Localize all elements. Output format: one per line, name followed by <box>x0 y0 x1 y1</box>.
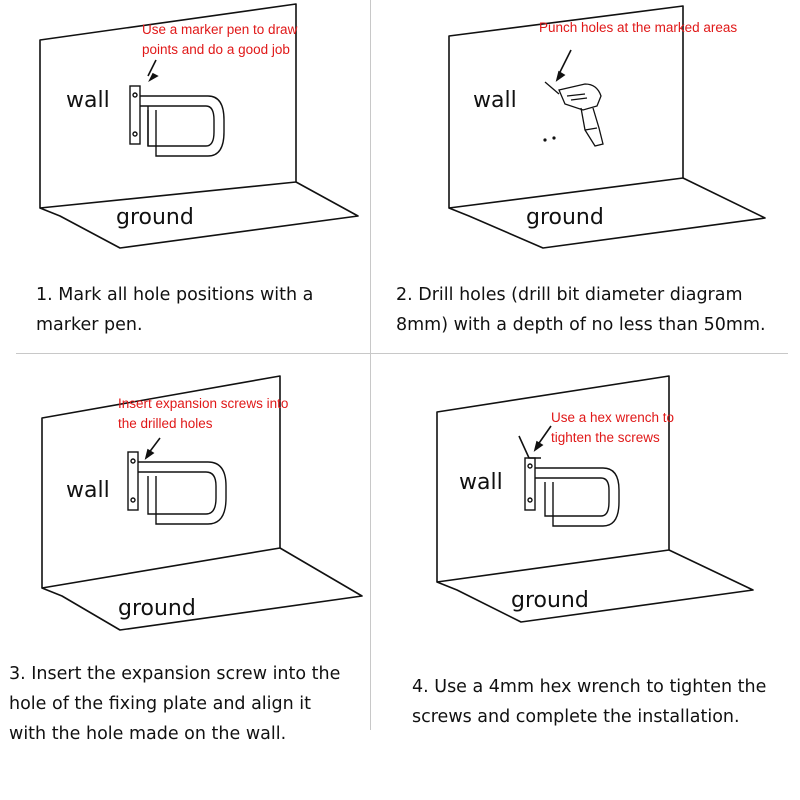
wall-label: wall <box>66 478 110 503</box>
caption-line: 2. Drill holes (drill bit diameter diagr… <box>396 285 743 305</box>
step-caption: 2. Drill holes (drill bit diameter diagr… <box>396 280 766 340</box>
note-line: Insert expansion screws into <box>118 396 289 411</box>
vertical-divider <box>370 0 371 730</box>
step-3-panel: wall ground Insert expansion screws into… <box>0 354 370 800</box>
drill-icon <box>544 81 604 147</box>
hex-wrench-icon <box>518 435 541 459</box>
note-line: tighten the screws <box>551 430 660 445</box>
caption-line: 3. Insert the expansion screw into the <box>9 664 341 684</box>
ground-label: ground <box>116 205 194 230</box>
caption-line: 1. Mark all hole positions with a <box>36 285 314 305</box>
step-1-panel: wall ground Use a marker pen to draw poi… <box>0 0 370 353</box>
step-3-scene <box>41 375 363 631</box>
instruction-note: Insert expansion screws into the drilled… <box>118 394 288 434</box>
step-2-scene <box>448 5 766 249</box>
instruction-note: Use a hex wrench to tighten the screws <box>551 408 674 448</box>
caption-line: 4. Use a 4mm hex wrench to tighten the <box>412 677 767 697</box>
pointer-arrow <box>555 49 572 82</box>
marker-dots <box>543 136 556 142</box>
caption-line: hole of the fixing plate and align it <box>9 694 312 714</box>
wall-label: wall <box>66 88 110 113</box>
step-2-panel: wall ground Punch holes at the marked ar… <box>371 0 800 353</box>
grab-bar-icon <box>129 85 225 157</box>
pointer-arrow <box>533 425 552 452</box>
note-line: the drilled holes <box>118 416 213 431</box>
horizontal-divider <box>16 353 788 354</box>
step-4-scene <box>436 375 754 623</box>
wall-label: wall <box>473 88 517 113</box>
note-line: Use a hex wrench to <box>551 410 675 425</box>
caption-line: 8mm) with a depth of no less than 50mm. <box>396 315 766 335</box>
caption-line: marker pen. <box>36 315 143 335</box>
pointer-arrow <box>144 437 161 460</box>
caption-line: screws and complete the installation. <box>412 707 740 727</box>
step-1-scene <box>39 3 359 249</box>
note-line: Punch holes at the marked areas <box>539 20 738 35</box>
step-caption: 1. Mark all hole positions with a marker… <box>36 280 313 340</box>
step-caption: 4. Use a 4mm hex wrench to tighten the s… <box>412 672 766 732</box>
caption-line: with the hole made on the wall. <box>9 724 287 744</box>
marker-pen-icon <box>147 59 159 83</box>
instruction-note: Punch holes at the marked areas <box>539 18 737 38</box>
wall-label: wall <box>459 470 503 495</box>
ground-label: ground <box>526 205 604 230</box>
instruction-note: Use a marker pen to draw points and do a… <box>142 20 297 60</box>
step-caption: 3. Insert the expansion screw into the h… <box>9 659 340 749</box>
grab-bar-icon <box>127 451 227 525</box>
note-line: Use a marker pen to draw <box>142 22 298 37</box>
grab-bar-icon <box>524 457 620 527</box>
note-line: points and do a good job <box>142 42 290 57</box>
step-4-panel: wall ground Use a hex wrench to tighten … <box>371 354 800 800</box>
ground-label: ground <box>118 596 196 621</box>
ground-label: ground <box>511 588 589 613</box>
